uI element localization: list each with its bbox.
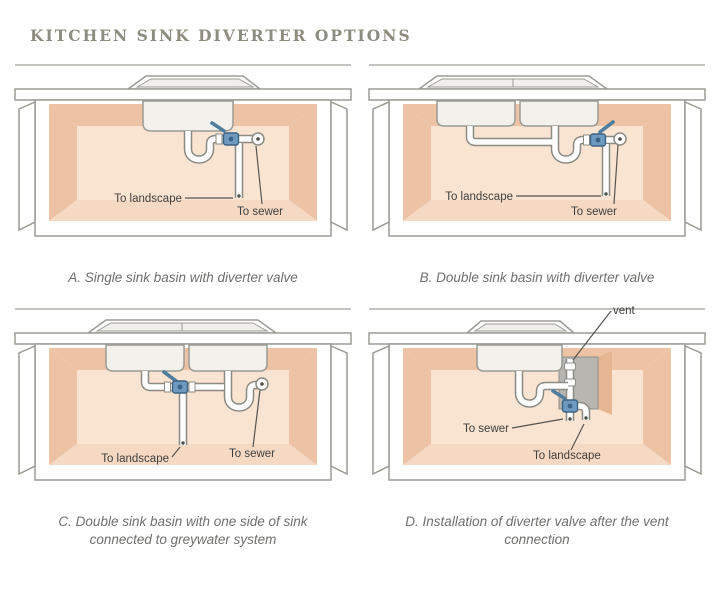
sewer-end-dot [568, 417, 572, 421]
cabinet-door-right [684, 100, 702, 232]
cabinet-door-left [372, 345, 390, 476]
drain-pipes [140, 371, 261, 446]
panel-c-caption: C. Double sink basin with one side of si… [58, 514, 308, 548]
panel-a: To landscape To sewer A. Single sink bas… [6, 53, 360, 287]
panel-a-caption: A. Single sink basin with diverter valve [68, 270, 298, 285]
cabinet-floor [403, 444, 671, 466]
sink-basin-left [105, 344, 185, 372]
cabinet-floor [49, 444, 317, 466]
to-sewer-label: To sewer [571, 206, 617, 218]
to-sewer-label: To sewer [229, 448, 275, 460]
sink-basin-left [436, 100, 516, 127]
countertop [14, 88, 352, 101]
pipe-end-dot [181, 441, 185, 445]
to-sewer-label: To sewer [463, 423, 509, 435]
to-sewer-leader [255, 145, 263, 205]
landscape-end-dot [584, 416, 588, 420]
diverter-valve [551, 389, 579, 413]
cabinet-interior [34, 99, 332, 237]
panel-b-diagram: To landscape To sewer [368, 64, 706, 237]
cabinet-left-wall [403, 348, 431, 466]
cabinet-floor [49, 200, 317, 221]
countertop [368, 88, 706, 101]
vent-leader [572, 310, 612, 361]
to-sewer-label: To sewer [237, 206, 283, 218]
panel-c-diagram: To landscape To sewer [14, 308, 352, 481]
panel-d-caption: D. Installation of diverter valve after … [405, 514, 669, 548]
vent-coupling-upper [564, 362, 576, 371]
panel-a-diagram: To landscape To sewer [14, 64, 352, 237]
flange-dot [618, 137, 622, 141]
sink-basin [476, 344, 563, 372]
drain-pipes [465, 126, 617, 196]
to-landscape-label: To landscape [101, 453, 169, 465]
panel-d-diagram: vent To sewer To landscape [368, 305, 706, 481]
cabinet-door-right [684, 345, 702, 476]
to-landscape-leader [570, 423, 585, 451]
cabinet-right-wall [289, 348, 317, 466]
cabinet-right-wall [289, 104, 317, 221]
cabinet-left-wall [49, 104, 77, 221]
cabinet-door-left [372, 100, 390, 232]
to-landscape-label: To landscape [533, 450, 601, 462]
panel-c: To landscape To sewer C. Double sink bas… [6, 297, 360, 549]
countertop [14, 332, 352, 345]
panel-b-caption: B. Double sink basin with diverter valve [419, 270, 655, 285]
pipe-end-dot [604, 192, 608, 196]
cabinet-door-left [18, 345, 36, 476]
to-landscape-leader [171, 446, 181, 458]
sink-basin-right [519, 100, 599, 127]
diverter-valve [162, 370, 196, 394]
to-sewer-leader [511, 418, 564, 429]
cabinet-door-right [330, 345, 348, 476]
to-landscape-label: To landscape [445, 191, 513, 203]
drain-pipes [183, 131, 254, 198]
sink-basin-right [188, 344, 268, 372]
cabinet-floor [403, 200, 671, 221]
sink-rim-inner [135, 78, 255, 88]
countertop [368, 332, 706, 345]
diverter-valve [583, 120, 615, 147]
panel-d: vent To sewer To landscape D. Installati… [360, 297, 714, 549]
cabinet-right-wall [643, 348, 671, 466]
flange-dot [260, 382, 264, 387]
cabinet-door-right [330, 100, 348, 232]
page-title: KITCHEN SINK DIVERTER OPTIONS [30, 26, 412, 45]
to-sewer-leader [613, 144, 619, 205]
to-sewer-leader [252, 390, 261, 448]
diverter-valve [210, 121, 240, 146]
cabinet-right-wall [643, 104, 671, 221]
to-landscape-label: To landscape [114, 193, 182, 205]
cabinet-left-wall [49, 348, 77, 466]
cabinet-left-wall [403, 104, 431, 221]
vent-label: vent [613, 305, 636, 317]
cabinet-door-left [18, 100, 36, 232]
sink-rim-inner [473, 323, 568, 332]
pipe-end-dot [237, 194, 241, 198]
flange-dot [256, 137, 260, 141]
recess-side-wall [598, 351, 612, 416]
panel-b: To landscape To sewer B. Double sink bas… [360, 53, 714, 287]
panel-grid: To landscape To sewer A. Single sink bas… [0, 53, 720, 550]
